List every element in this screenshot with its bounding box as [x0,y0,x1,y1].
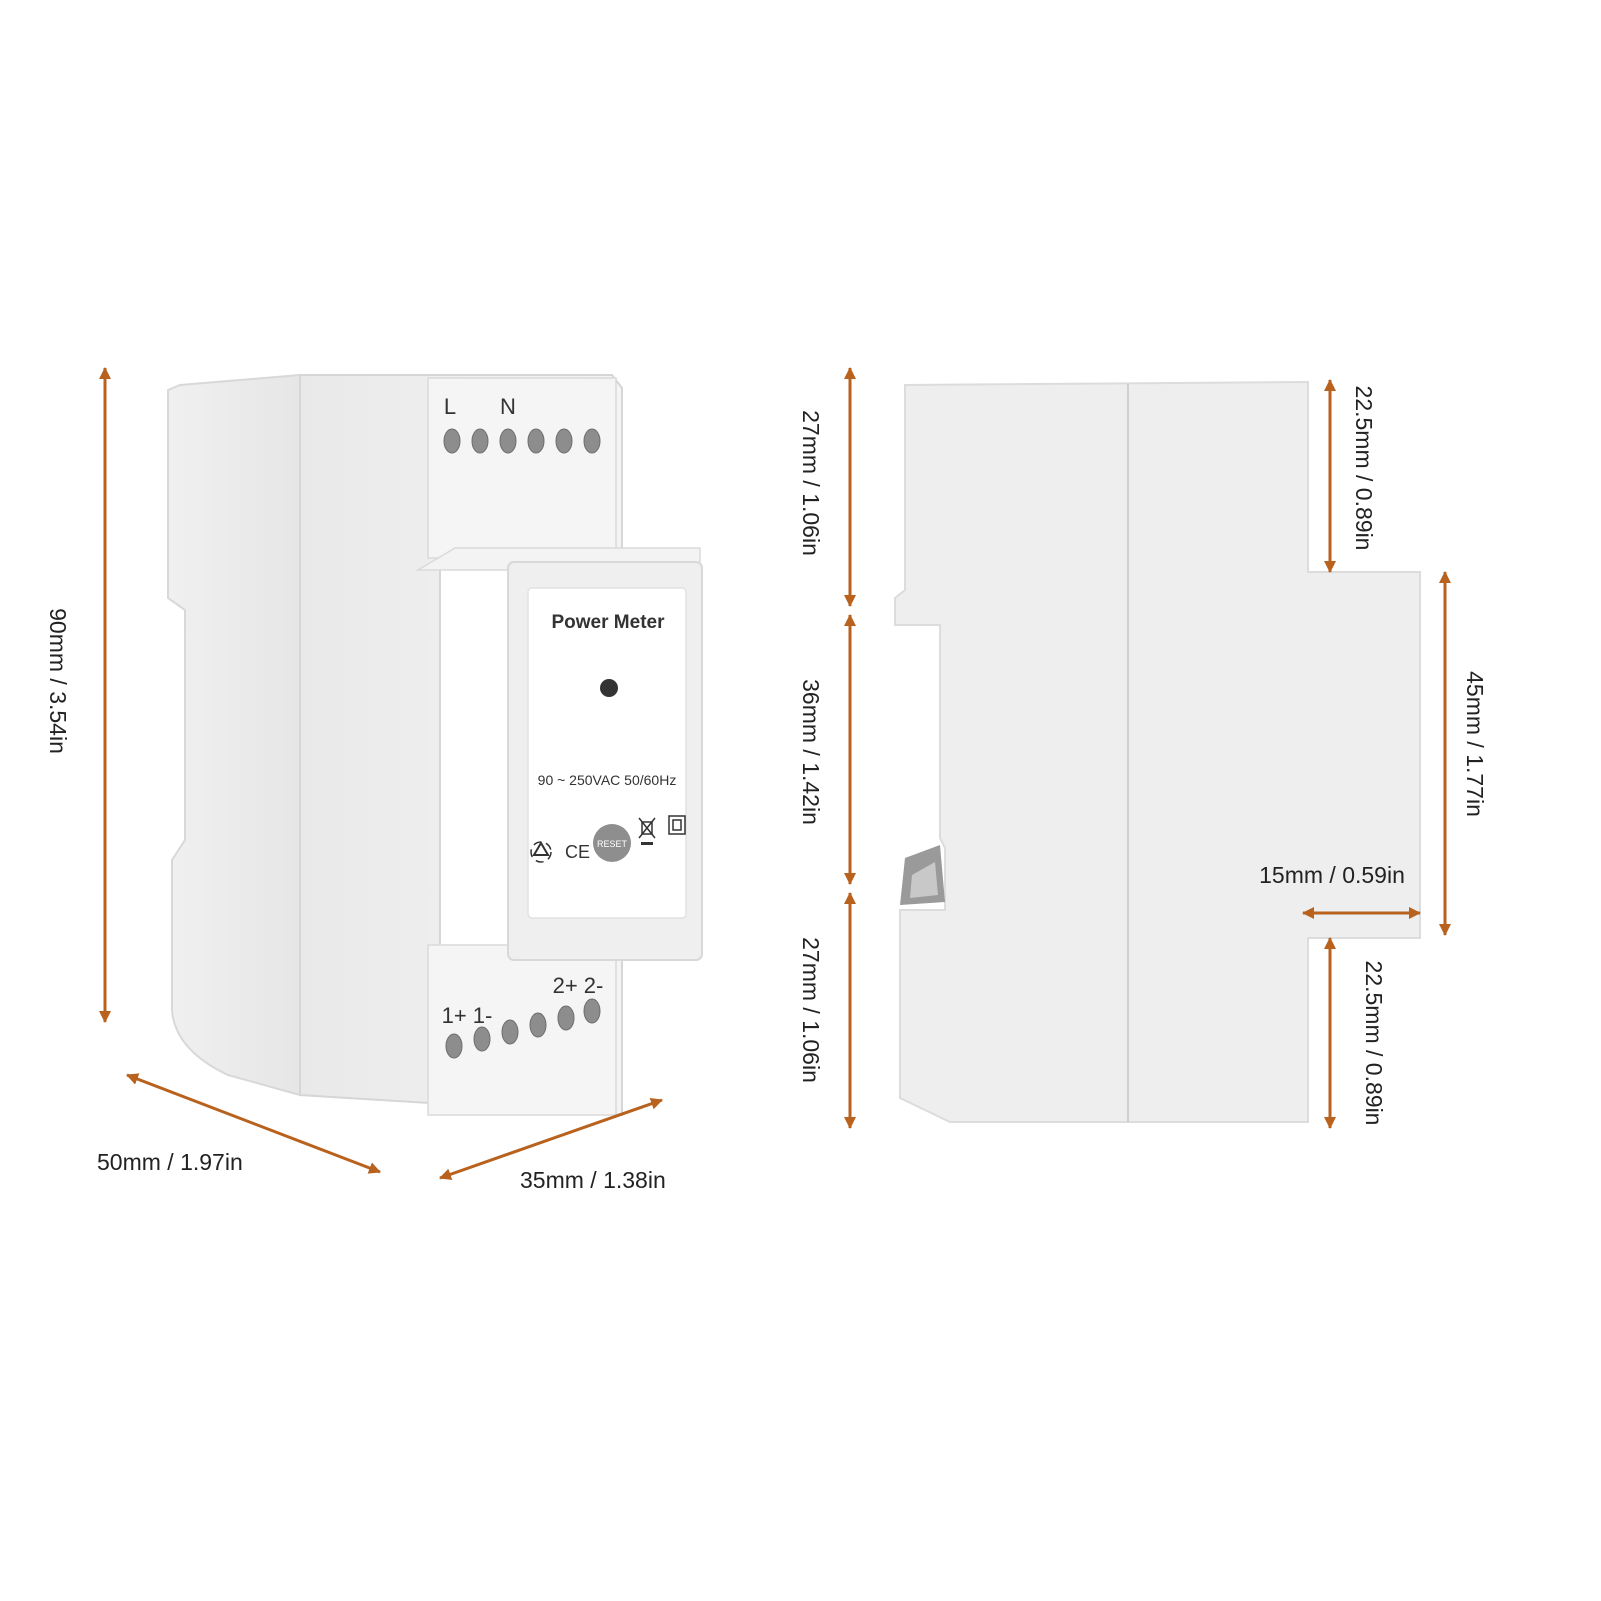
screw-terminal[interactable] [473,1026,491,1052]
dim-side-top: 27mm / 1.06in [798,410,824,556]
dim-upper-step: 22.5mm / 0.89in [1351,386,1377,551]
device-front-view: Power Meter 90 ~ 250VAC 50/60Hz CE RESET… [167,373,703,1117]
label-title: Power Meter [552,612,666,633]
reset-button[interactable] [593,824,631,862]
device-side-face [167,373,301,1097]
screw-terminal[interactable] [499,428,517,454]
weee-bin-icon [638,817,656,845]
bottom-screw-row [445,998,601,1059]
dimension-labels: 90mm / 3.54in 50mm / 1.97in 35mm / 1.38i… [45,386,1488,1193]
screw-terminal[interactable] [445,1033,463,1059]
terminal-label-1: 1+ 1- [442,1003,493,1028]
din-clip [900,845,945,905]
arrow-front-width [439,1097,663,1181]
screw-terminal[interactable] [443,428,461,454]
dim-side-bottom: 27mm / 1.06in [798,937,824,1083]
reset-label: RESET [597,839,628,849]
status-led [600,679,618,697]
terminal-label-2: 2+ 2- [553,973,604,998]
dim-front-height: 90mm / 3.54in [45,608,71,754]
top-terminal-block [427,377,617,559]
screw-terminal[interactable] [583,428,601,454]
screw-terminal[interactable] [557,1005,575,1031]
dim-front-depth-side: 15mm / 0.59in [1259,862,1405,888]
label-voltage: 90 ~ 250VAC 50/60Hz [538,772,677,788]
screw-terminal[interactable] [501,1019,519,1045]
screw-terminal[interactable] [527,428,545,454]
bottom-terminal-block [427,944,617,1116]
terminal-label-n: N [500,394,516,419]
dim-side-middle: 36mm / 1.42in [798,679,824,825]
side-profile [894,380,1421,1123]
recycle-icon [530,841,552,863]
terminal-label-l: L [444,394,456,419]
screw-terminal[interactable] [471,428,489,454]
dim-front-width: 35mm / 1.38in [520,1167,666,1193]
screw-terminal[interactable] [529,1012,547,1038]
ce-mark: CE [565,842,590,862]
label-sticker [527,587,687,919]
arrow-front-depth [126,1073,381,1174]
dim-front-depth: 50mm / 1.97in [97,1149,243,1175]
dim-front-height-side: 45mm / 1.77in [1462,671,1488,817]
screw-terminal[interactable] [583,998,601,1024]
screw-terminal[interactable] [555,428,573,454]
dimension-arrows [99,367,1451,1181]
top-screw-row [443,428,601,454]
device-side-view [894,380,1421,1123]
double-insulation-icon [668,815,686,835]
dim-lower-step: 22.5mm / 0.89in [1361,961,1387,1126]
